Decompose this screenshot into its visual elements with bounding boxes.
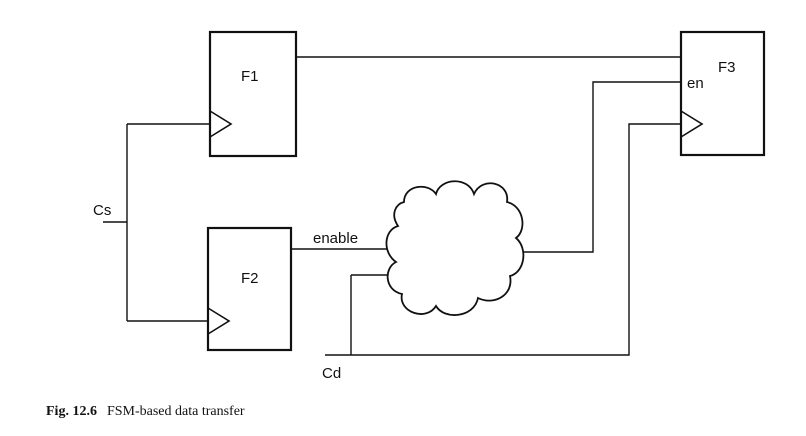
cd-clock-net bbox=[325, 123, 681, 356]
fsm-data-transfer-diagram: F1 F2 F3 en Cs enable Cd bbox=[93, 30, 766, 382]
en-label: en bbox=[687, 75, 704, 92]
cs-label: Cs bbox=[93, 202, 111, 219]
figure-caption: Fig. 12.6 FSM-based data transfer bbox=[46, 404, 245, 420]
clock-triangle-icon bbox=[209, 110, 233, 138]
figure-number: Fig. 12.6 bbox=[46, 404, 97, 419]
flip-flop-f2: F2 bbox=[206, 226, 293, 352]
f1-label: F1 bbox=[241, 68, 259, 85]
flip-flop-f1: F1 bbox=[208, 30, 298, 158]
cloud-to-f3-en-wire bbox=[520, 81, 681, 253]
f2-label: F2 bbox=[241, 270, 259, 287]
combinational-logic-cloud bbox=[385, 180, 525, 316]
clock-triangle-icon bbox=[207, 307, 231, 335]
f3-label: F3 bbox=[718, 59, 736, 76]
cs-clock-net bbox=[103, 123, 210, 322]
enable-label: enable bbox=[313, 230, 358, 247]
cd-label: Cd bbox=[322, 365, 341, 382]
figure-caption-text: FSM-based data transfer bbox=[106, 404, 245, 419]
clock-triangle-icon bbox=[680, 110, 704, 138]
flip-flop-f3: F3 en bbox=[679, 30, 766, 157]
